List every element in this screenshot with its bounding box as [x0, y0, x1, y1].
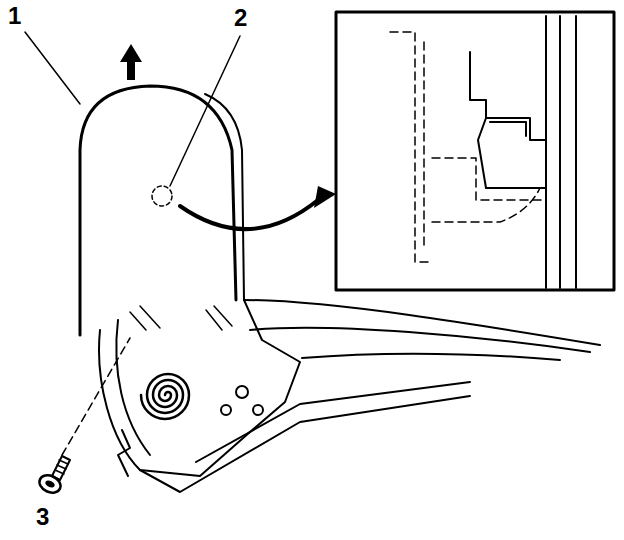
spiral-spring	[141, 374, 189, 419]
housing-detail	[130, 306, 232, 330]
seat-cushion	[244, 300, 600, 345]
leader-line	[170, 36, 240, 186]
callout-number: 1	[8, 2, 21, 30]
seat-frame	[196, 382, 470, 462]
cover-edge	[205, 94, 244, 300]
clip-outline	[490, 122, 526, 136]
seat-cushion	[302, 354, 560, 360]
detail-arrowhead	[314, 186, 336, 208]
removal-arrow	[120, 44, 142, 80]
hidden-clip	[152, 186, 172, 206]
seat-cushion	[250, 328, 590, 352]
leader-line	[25, 32, 80, 104]
hole	[221, 405, 231, 415]
clip-outline	[470, 52, 546, 188]
screw-recess	[44, 479, 56, 489]
recliner-housing	[116, 320, 150, 455]
hole	[236, 386, 248, 398]
detail-inset	[336, 12, 614, 290]
clip-outline	[486, 118, 546, 140]
detail-arrow	[180, 200, 318, 229]
leader-line	[62, 338, 130, 455]
hole	[253, 405, 263, 415]
cover-outline	[80, 86, 236, 335]
hidden-line	[390, 32, 432, 262]
screw-head	[37, 472, 64, 496]
hidden-line	[423, 42, 425, 250]
callout-number: 3	[36, 503, 49, 531]
panel-lines	[546, 16, 576, 288]
hidden-line	[432, 158, 546, 200]
callout-number: 2	[234, 4, 247, 32]
break-line	[118, 430, 130, 476]
screw-thread	[55, 460, 68, 474]
hidden-line	[432, 188, 540, 222]
seat-frame	[140, 396, 470, 492]
recliner-housing	[99, 300, 300, 476]
